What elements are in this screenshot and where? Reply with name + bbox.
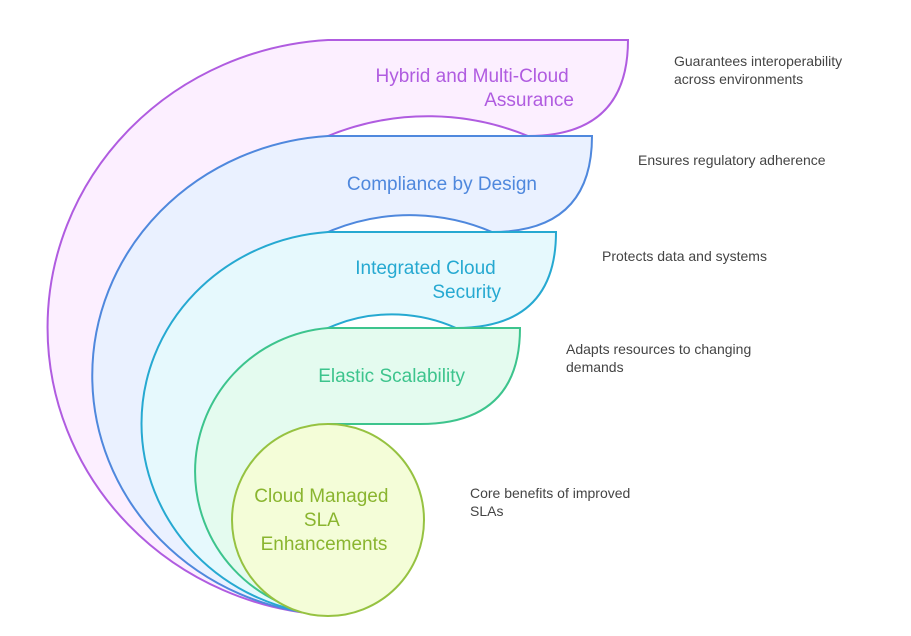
layer-integrated-cloud-security-title: Integrated Cloud Security <box>355 258 501 303</box>
layer-elastic-scalability-description: Adapts resources to changing demands <box>566 341 755 375</box>
layer-hybrid-multi-cloud-description: Guarantees interoperability across envir… <box>674 53 846 87</box>
layer-compliance-by-design-description: Ensures regulatory adherence <box>638 152 826 168</box>
layer-integrated-cloud-security-description: Protects data and systems <box>602 248 767 264</box>
core-cloud-managed-sla: Cloud Managed SLA Enhancements Core bene… <box>231 423 634 617</box>
core-description: Core benefits of improved SLAs <box>470 485 634 519</box>
layer-compliance-by-design-title: Compliance by Design <box>347 174 537 195</box>
layer-hybrid-multi-cloud-title: Hybrid and Multi-Cloud Assurance <box>375 66 574 111</box>
core-title: Cloud Managed SLA Enhancements <box>254 486 393 555</box>
core-circle <box>231 423 425 617</box>
layer-elastic-scalability-title: Elastic Scalability <box>318 366 465 387</box>
